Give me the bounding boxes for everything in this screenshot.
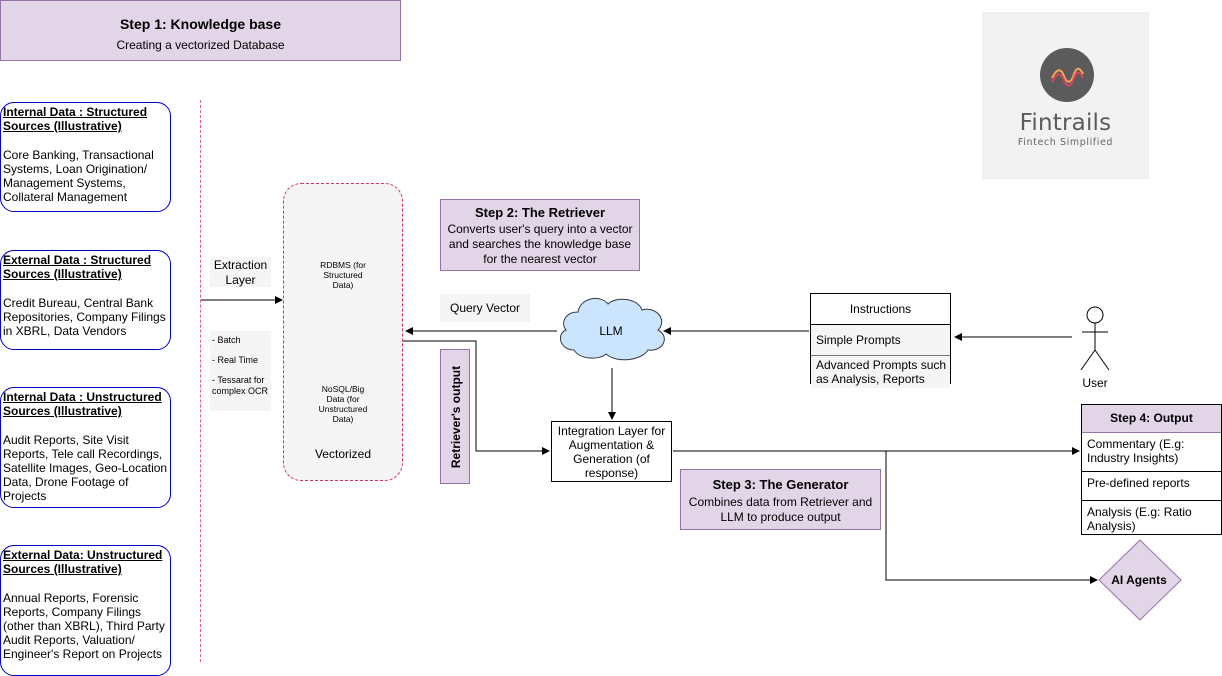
step2-title: Step 2: The Retriever [474,205,606,220]
source-title: Internal Data : Unstructured Sources (Il… [3,390,162,418]
user-label: User [1082,376,1108,390]
separator-dashed-line [200,100,201,662]
step2-box: Step 2: The Retriever Converts user's qu… [440,199,640,271]
retriever-output-box: Retriever's output [440,349,470,484]
user-icon [1080,306,1110,371]
extraction-option: - Batch [212,335,241,345]
query-vector-label: Query Vector [440,294,530,322]
source-external-unstructured: External Data: Unstructured Sources (Ill… [0,545,171,676]
source-external-structured: External Data : Structured Sources (Illu… [0,250,171,350]
extraction-option: - Tessarat for complex OCR [212,375,269,396]
source-title: External Data: Unstructured Sources (Ill… [3,548,163,576]
source-title: External Data : Structured Sources (Illu… [3,253,152,281]
logo-wave-icon [1040,48,1094,102]
logo-tagline: Fintech Simplified [1017,137,1114,148]
vectorized-container [283,183,403,481]
fintrails-logo: Fintrails Fintech Simplified [982,12,1149,179]
rdbms-label: RDBMS (for Structured Data) [320,260,366,290]
step4-output-table: Step 4: Output Commentary (E.g: Industry… [1081,404,1222,535]
output-item: Commentary (E.g: Industry Insights) [1082,433,1221,472]
extraction-option: - Real Time [212,355,259,365]
source-title: Internal Data : Structured Sources (Illu… [3,105,148,133]
llm-label: LLM [599,324,623,338]
nosql-label: NoSQL/Big Data (for Unstructured Data) [318,384,368,424]
extraction-options: - Batch - Real Time - Tessarat for compl… [210,331,271,411]
instructions-table: Instructions Simple Prompts Advanced Pro… [810,293,951,388]
step4-title: Step 4: Output [1082,405,1221,433]
ai-agents-diamond [1098,539,1182,621]
source-body: Annual Reports, Forensic Reports, Compan… [3,591,165,661]
source-internal-structured: Internal Data : Structured Sources (Illu… [0,102,171,212]
vectorized-label: Vectorized [314,447,372,461]
step3-subtitle: Combines data from Retriever and LLM to … [688,495,873,524]
step1-subtitle: Creating a vectorized Database [116,38,285,52]
output-item: Analysis (E.g: Ratio Analysis) [1087,505,1192,533]
logo-name: Fintrails [1019,110,1112,136]
step2-subtitle: Converts user's query into a vector and … [447,222,633,266]
step1-title: Step 1: Knowledge base [119,16,282,32]
integration-layer-box: Integration Layer for Augmentation & Gen… [551,421,672,482]
instructions-item: Simple Prompts [811,325,950,356]
source-body: Credit Bureau, Central Bank Repositories… [3,296,166,338]
step1-box: Step 1: Knowledge base Creating a vector… [0,0,401,61]
step3-box: Step 3: The Generator Combines data from… [680,469,881,530]
instructions-item: Advanced Prompts such as Analysis, Repor… [811,356,950,388]
source-internal-unstructured: Internal Data : Unstructured Sources (Il… [0,387,171,508]
llm-cloud [559,297,665,361]
source-body: Audit Reports, Site Visit Reports, Tele … [3,433,168,503]
extraction-layer-label: Extraction Layer [210,257,271,287]
integration-to-agents-arrow [885,451,1098,584]
step3-title: Step 3: The Generator [712,477,849,492]
retriever-output-connector [403,340,550,455]
output-item: Pre-defined reports [1082,472,1221,501]
retriever-output-label: Retriever's output [449,365,463,469]
ai-agents-label: AI Agents [1111,573,1167,587]
source-body: Core Banking, Transactional Systems, Loa… [3,148,154,204]
instructions-title: Instructions [811,294,950,325]
